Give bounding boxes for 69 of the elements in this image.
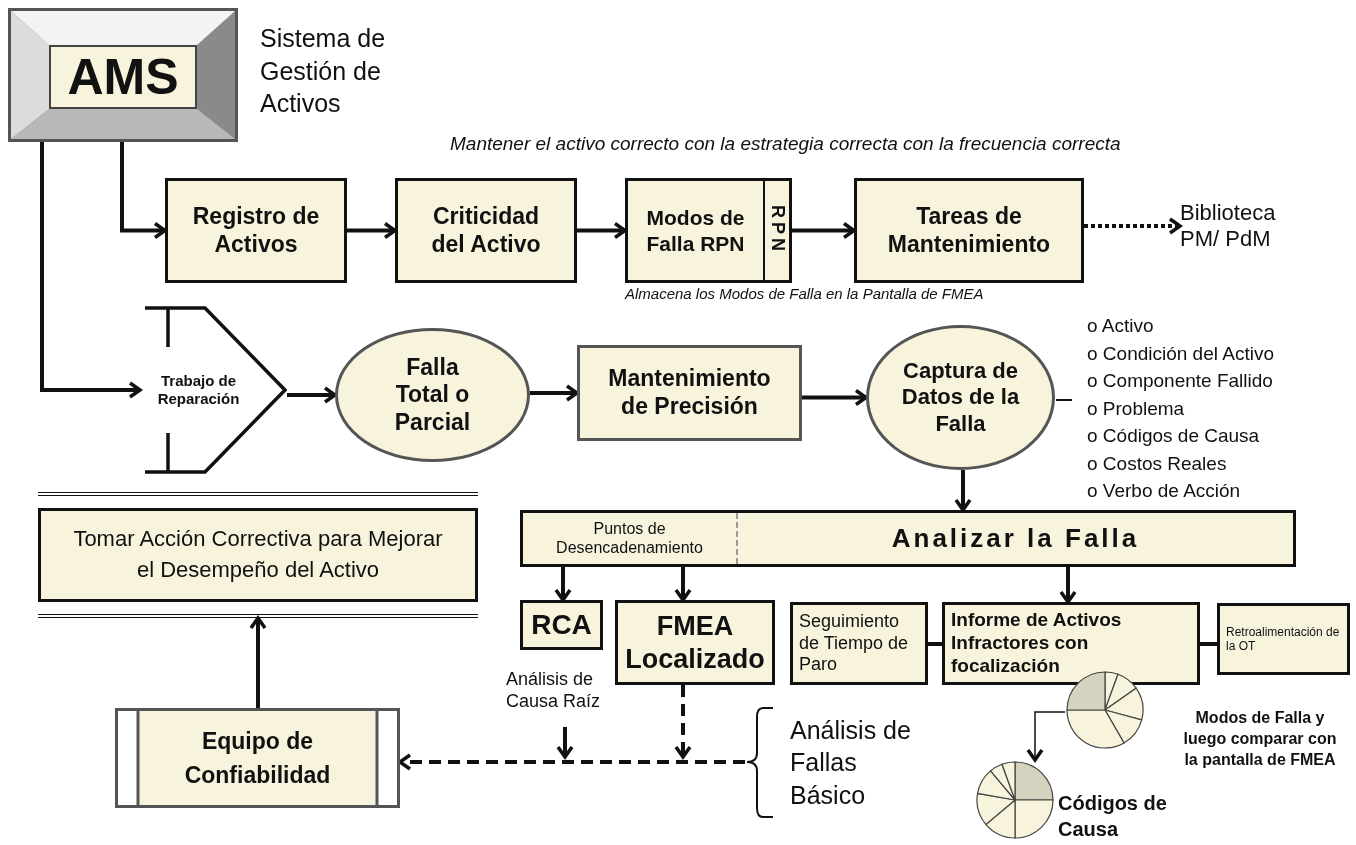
text-label: Análisis de Causa Raíz (506, 669, 602, 713)
box-label: Informe de Activos Infractores con focalización (951, 609, 1123, 678)
field-list-item: o Costos Reales (1087, 451, 1228, 476)
arrow (40, 142, 142, 399)
process-box (1217, 603, 1350, 675)
connector-line (928, 642, 942, 646)
arrow (802, 388, 868, 407)
process-box (942, 602, 1200, 685)
process-box (577, 345, 802, 441)
box-label: Tomar Acción Correctiva para Mejorar el Desempeño del Activo (72, 525, 444, 584)
arrow (1084, 217, 1182, 235)
arrow (120, 142, 167, 240)
text-label: Análisis de Fallas Básico (790, 714, 912, 811)
field-list-item: o Condición del Activo (1087, 341, 1275, 366)
slogan-text: Mantener el activo correcto con la estrategia correcta con la frecuencia correcta (450, 133, 1122, 156)
box-label: FMEA Localizado (624, 610, 766, 675)
ellipse-label: Captura de Datos de la Falla (901, 357, 1020, 438)
arrow (556, 727, 574, 759)
box-label: Tareas de Mantenimiento (886, 202, 1052, 259)
system-title: AMS (67, 48, 179, 107)
team-box (115, 708, 400, 808)
process-box (854, 178, 1084, 283)
arrow (792, 221, 856, 240)
caption-text: Almacena los Modos de Falla en la Pantalla de FMEA (625, 285, 985, 303)
arrow (287, 386, 337, 404)
field-list-item: o Códigos de Causa (1087, 424, 1261, 449)
pie-chart-drawing (1065, 670, 1145, 750)
pie-chart-drawing (975, 760, 1055, 840)
box-label: Registro de Activos (191, 202, 321, 259)
trigger-points-label: Puntos de Desencadenamiento (523, 513, 738, 564)
analysis-bar (520, 510, 1296, 567)
rpn-column-label: RPN (763, 181, 789, 280)
process-box (520, 600, 603, 650)
field-list-item: o Verbo de Acción (1087, 479, 1242, 504)
connector-line (1200, 642, 1217, 646)
arrow (577, 221, 627, 240)
box-label: Equipo de Confiabilidad (183, 726, 332, 790)
box-label: Retroalimentación de la OT (1226, 624, 1341, 654)
ellipse-label: Falla Total o Parcial (393, 353, 472, 437)
box-label: RCA (531, 608, 592, 642)
arrow (954, 470, 972, 512)
process-box (625, 178, 792, 283)
arrow (1059, 567, 1077, 604)
arrow (347, 221, 397, 240)
node-caption: Modos de Falla y luego comparar con la pantalla de FMEA (1182, 708, 1338, 770)
text-label: Biblioteca PM/ PdM (1180, 199, 1277, 253)
arrow (674, 685, 692, 759)
arrow (1026, 711, 1066, 762)
arrow (530, 384, 579, 402)
field-list-item: o Activo (1087, 314, 1155, 338)
node-caption: Códigos de Causa (1058, 791, 1168, 842)
box-label: Criticidad del Activo (430, 202, 542, 259)
box-label: Mantenimiento de Precisión (607, 365, 772, 421)
action-box (38, 492, 478, 618)
process-box (165, 178, 347, 283)
box-label: Seguimiento de Tiempo de Paro (799, 611, 910, 676)
field-list-item: o Problema (1087, 396, 1186, 421)
arrow (554, 567, 572, 602)
bar-title: Analizar la Falla (890, 521, 1141, 555)
arrow (674, 567, 692, 602)
process-box (790, 602, 928, 685)
arrow (398, 753, 745, 771)
shape-label: Trabajo de Reparación (156, 372, 241, 408)
box-label: Modos de Falla RPN (645, 205, 746, 257)
arrow (249, 616, 267, 708)
process-box (395, 178, 577, 283)
field-list-item: o Componente Fallido (1087, 369, 1274, 394)
node-caption: Sistema de Gestión de Activos (260, 23, 387, 119)
process-box (615, 600, 775, 685)
